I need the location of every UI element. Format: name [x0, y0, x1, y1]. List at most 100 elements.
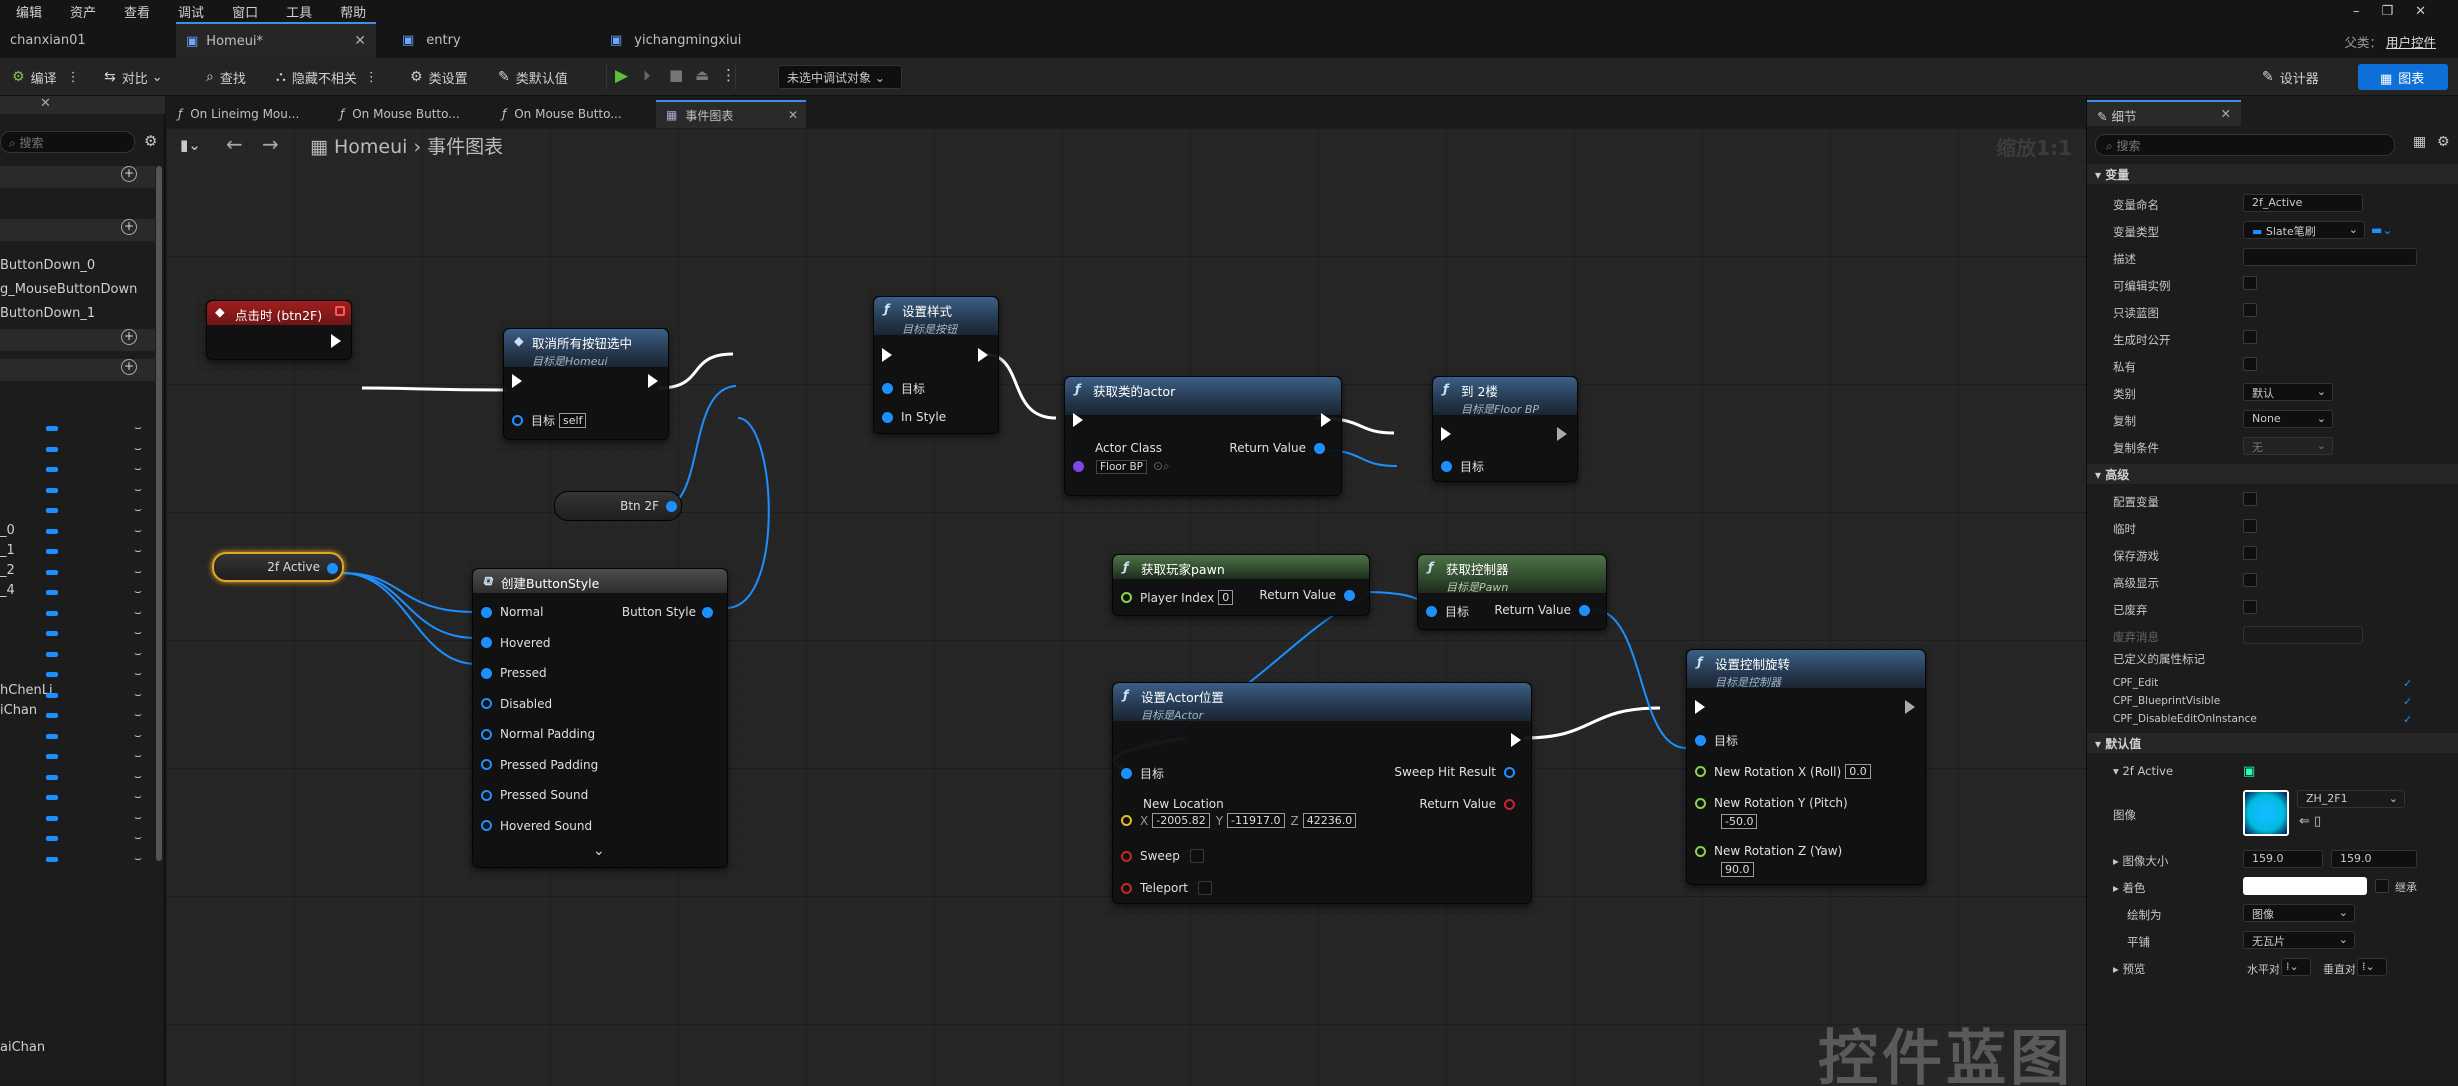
savegame-checkbox[interactable]: [2243, 546, 2257, 560]
instance-editable-checkbox[interactable]: [2243, 276, 2257, 290]
check-icon[interactable]: ✓: [2403, 695, 2413, 708]
node-on-clicked[interactable]: ◆点击时 (btn2F): [206, 300, 352, 360]
teleport-checkbox[interactable]: [1198, 881, 1212, 895]
check-icon[interactable]: ✓: [2403, 677, 2413, 690]
replicate-icon[interactable]: ⌣: [134, 707, 142, 721]
minimize-icon[interactable]: –: [2352, 4, 2382, 19]
class-settings-button[interactable]: ⚙类设置: [410, 69, 468, 87]
parent-class-link[interactable]: 用户控件: [2385, 35, 2436, 50]
sweep-hit-result-pin[interactable]: Sweep Hit Result: [1394, 765, 1523, 779]
replicate-icon[interactable]: ⌣: [134, 850, 142, 865]
description-field[interactable]: [2243, 248, 2417, 266]
list-item[interactable]: hChenLi: [0, 683, 53, 698]
image-thumbnail[interactable]: [2243, 790, 2289, 836]
graph-button[interactable]: ▦图表: [2358, 64, 2448, 90]
transient-checkbox[interactable]: [2243, 519, 2257, 533]
list-item[interactable]: aiChan: [0, 1040, 46, 1055]
list-item[interactable]: g_MouseButtonDown: [0, 282, 138, 297]
vertical-align-select[interactable]: ⁞⌄: [2357, 958, 2387, 976]
add-icon[interactable]: +: [121, 329, 137, 345]
replicate-icon[interactable]: ⌣: [134, 789, 142, 803]
replicate-icon[interactable]: ⌣: [134, 625, 142, 639]
menu-debug[interactable]: 调试: [178, 6, 205, 21]
return-value-pin[interactable]: Return Value: [1419, 797, 1523, 811]
forward-icon[interactable]: →: [262, 132, 279, 156]
stop-icon[interactable]: ■: [669, 66, 684, 84]
config-variable-checkbox[interactable]: [2243, 492, 2257, 506]
tab-yichangmingxiui[interactable]: ▣yichangmingxiui: [610, 32, 742, 48]
exec-out-pin[interactable]: [331, 334, 349, 348]
variable-name-field[interactable]: 2f_Active: [2243, 194, 2363, 212]
close-icon[interactable]: ✕: [2415, 4, 2448, 19]
replication-condition-select[interactable]: 无⌄: [2243, 437, 2333, 455]
close-icon[interactable]: ✕: [2220, 106, 2231, 121]
list-item[interactable]: ButtonDown_0: [0, 258, 96, 273]
node-btn2f-variable[interactable]: Btn 2F: [554, 491, 682, 521]
compile-button[interactable]: ⚙编译⋮: [12, 69, 80, 87]
menu-window[interactable]: 窗口: [232, 6, 259, 21]
replicate-icon[interactable]: ⌣: [134, 584, 142, 598]
close-tab-icon[interactable]: ✕: [354, 33, 366, 49]
button-style-pin[interactable]: Normal Padding: [481, 727, 595, 741]
replicate-icon[interactable]: ⌣: [134, 645, 142, 660]
replicate-icon[interactable]: ⌣: [134, 543, 142, 557]
node-2f-active-variable[interactable]: 2f Active: [212, 552, 344, 582]
section-advanced[interactable]: ▾ 高级: [2095, 468, 2130, 482]
step-icon[interactable]: ⏵: [643, 67, 651, 85]
more-icon[interactable]: ⋮: [721, 66, 736, 84]
preview-row[interactable]: ▸ 预览: [2113, 962, 2146, 976]
button-style-pin[interactable]: Normal: [481, 605, 543, 619]
replicate-icon[interactable]: ⌣: [134, 502, 142, 516]
pitch-pin[interactable]: New Rotation Y (Pitch): [1695, 796, 1848, 810]
tab-event-graph[interactable]: ▦事件图表✕: [656, 100, 806, 128]
target-pin[interactable]: 目标: [1695, 732, 1738, 749]
target-pin[interactable]: 目标: [1441, 458, 1484, 475]
exec-in-pin[interactable]: [1695, 700, 1713, 714]
grid-icon[interactable]: ▦: [2413, 134, 2427, 150]
button-style-pin[interactable]: Pressed Padding: [481, 758, 598, 772]
use-selected-icon[interactable]: ⇐ ▯: [2299, 814, 2322, 829]
return-value-pin[interactable]: Return Value: [1229, 441, 1333, 455]
gear-icon[interactable]: ⚙: [2437, 134, 2450, 150]
class-defaults-button[interactable]: ✎类默认值: [498, 69, 568, 87]
exec-out-pin[interactable]: [978, 348, 996, 362]
inherit-checkbox[interactable]: [2375, 879, 2389, 893]
replicate-icon[interactable]: ⌣: [134, 563, 142, 578]
tab-homeui[interactable]: ▣Homeui*✕: [176, 22, 376, 58]
list-item[interactable]: _0: [0, 523, 15, 538]
sweep-pin[interactable]: Sweep: [1121, 849, 1204, 863]
replicate-icon[interactable]: ⌣: [134, 461, 142, 475]
replicate-icon[interactable]: ⌣: [134, 809, 142, 824]
add-icon[interactable]: +: [121, 359, 137, 375]
category-field[interactable]: 默认⌄: [2243, 383, 2333, 401]
browse-icon[interactable]: ⊙⌕: [1153, 459, 1170, 473]
expose-on-spawn-checkbox[interactable]: [2243, 330, 2257, 344]
deprecated-checkbox[interactable]: [2243, 600, 2257, 614]
list-item[interactable]: iChan: [0, 703, 38, 718]
event-graph-canvas[interactable]: ▮⌄ ← → ▦ Homeui › 事件图表 缩放1:1 控件蓝图 ◆点击时 (…: [166, 128, 2086, 1086]
exec-out-pin[interactable]: [1511, 733, 1529, 747]
replicate-icon[interactable]: ⌣: [134, 440, 142, 455]
tab-entry[interactable]: ▣entry: [402, 32, 461, 48]
menu-help[interactable]: 帮助: [340, 6, 367, 21]
replication-select[interactable]: None⌄: [2243, 410, 2333, 428]
tint-row[interactable]: ▸ 着色: [2113, 881, 2146, 895]
image-asset-select[interactable]: ZH_2F1⌄: [2297, 790, 2405, 808]
replicate-icon[interactable]: ⌣: [134, 420, 142, 434]
target-pin[interactable]: 目标: [1426, 603, 1469, 620]
sweep-checkbox[interactable]: [1189, 849, 1204, 863]
list-item[interactable]: ButtonDown_1: [0, 306, 96, 321]
exec-out-pin[interactable]: [1905, 700, 1923, 714]
button-style-pin[interactable]: Pressed: [481, 666, 547, 680]
designer-button[interactable]: ✎设计器: [2262, 69, 2319, 87]
exec-out-pin[interactable]: [1321, 413, 1339, 427]
